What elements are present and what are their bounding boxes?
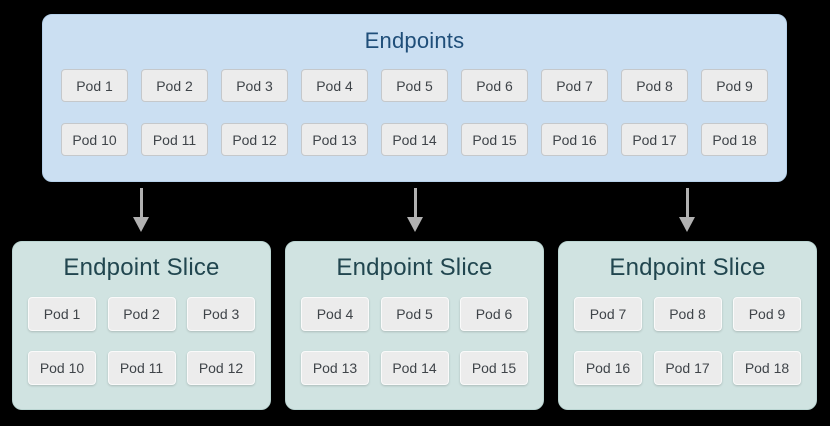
pod-box: Pod 12 [221,123,288,156]
pod-box: Pod 11 [141,123,208,156]
pod-box: Pod 8 [653,297,722,331]
arrow-head [133,217,149,232]
arrow-stem [139,188,143,218]
pod-box: Pod 15 [460,351,528,385]
endpoints-box: Endpoints Pod 1 Pod 2 Pod 3 Pod 4 Pod 5 Pod 6… [42,14,787,182]
pod-box: Pod 9 [701,69,768,102]
endpoints-pod-row-2: Pod 10 Pod 11 Pod 12 Pod 13 Pod 14 Pod 15 Pod … [43,123,786,156]
pod-box: Pod 7 [541,69,608,102]
pod-box: Pod 18 [733,351,801,385]
pod-box: Pod 11 [107,351,176,385]
pod-box: Pod 17 [653,351,722,385]
slice-2-pod-row-1: Pod 4 Pod 5 Pod 6 [286,297,543,331]
pod-box: Pod 13 [301,351,369,385]
pod-box: Pod 10 [28,351,96,385]
pod-box: Pod 9 [733,297,801,331]
pod-box: Pod 17 [621,123,688,156]
pod-box: Pod 1 [61,69,128,102]
slice-3-pod-row-2: Pod 16 Pod 17 Pod 18 [559,351,816,385]
slice-2-pod-row-2: Pod 13 Pod 14 Pod 15 [286,351,543,385]
pod-box: Pod 3 [221,69,288,102]
pod-box: Pod 5 [381,69,448,102]
endpoints-title: Endpoints [364,28,465,53]
pod-box: Pod 8 [621,69,688,102]
pod-box: Pod 2 [107,297,176,331]
pod-box: Pod 18 [701,123,768,156]
pod-box: Pod 15 [461,123,528,156]
pod-box: Pod 14 [381,123,448,156]
pod-box: Pod 2 [141,69,208,102]
endpoints-pod-row-1: Pod 1 Pod 2 Pod 3 Pod 4 Pod 5 Pod 6 Pod 7 Pod 8… [43,69,786,102]
pod-box: Pod 16 [574,351,642,385]
arrow-stem [685,188,689,218]
down-arrow-icon [133,188,149,233]
pod-box: Pod 4 [301,297,369,331]
pod-box: Pod 6 [461,69,528,102]
pod-box: Pod 4 [301,69,368,102]
slice-1-pod-row-1: Pod 1 Pod 2 Pod 3 [13,297,270,331]
pod-box: Pod 6 [460,297,528,331]
down-arrow-icon [679,188,695,233]
pod-box: Pod 5 [380,297,449,331]
pod-box: Pod 16 [541,123,608,156]
pod-box: Pod 7 [574,297,642,331]
arrow-stem [413,188,417,218]
endpoint-slice-title: Endpoint Slice [609,254,766,281]
endpoint-slice-title: Endpoint Slice [63,254,220,281]
endpoint-slice-title: Endpoint Slice [336,254,493,281]
pod-box: Pod 12 [187,351,255,385]
pod-box: Pod 10 [61,123,128,156]
pod-box: Pod 3 [187,297,255,331]
down-arrow-icon [407,188,423,233]
slice-3-pod-row-1: Pod 7 Pod 8 Pod 9 [559,297,816,331]
pod-box: Pod 14 [380,351,449,385]
arrow-head [679,217,695,232]
pod-box: Pod 13 [301,123,368,156]
pod-box: Pod 1 [28,297,96,331]
arrow-head [407,217,423,232]
slice-1-pod-row-2: Pod 10 Pod 11 Pod 12 [13,351,270,385]
